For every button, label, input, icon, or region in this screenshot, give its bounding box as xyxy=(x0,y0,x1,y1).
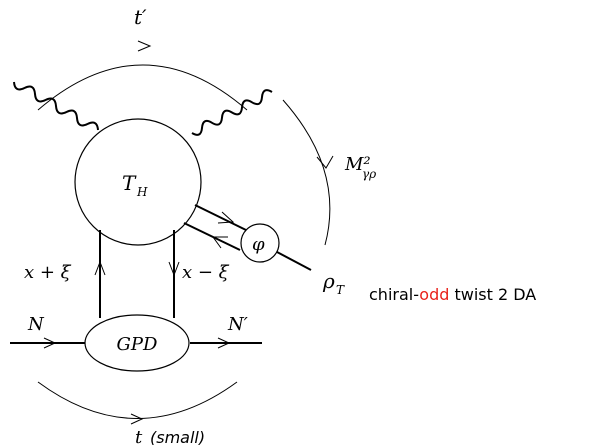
hard-part-label: T xyxy=(122,171,137,195)
photon-right xyxy=(191,89,273,136)
gpd-label: GPD xyxy=(117,334,158,355)
rho-line xyxy=(276,251,312,271)
mass-arc-arrow xyxy=(316,155,334,169)
caption-suffix: twist 2 DA xyxy=(449,285,536,304)
x-minus-xi-label: x − ξ xyxy=(182,262,230,283)
nucleon-in-arrow xyxy=(43,337,57,349)
da-circle xyxy=(240,223,280,263)
t-prime-label: t′ xyxy=(134,5,147,29)
photon-mass-sub: γρ xyxy=(362,167,376,181)
rho-label: ρ xyxy=(322,269,335,293)
hard-part-circle xyxy=(74,118,202,246)
upper-quark-arrow xyxy=(217,211,235,224)
left-quark-arrow xyxy=(94,260,106,276)
photon-mass-label: M² xyxy=(344,154,371,175)
nucleon-out-arrow xyxy=(217,337,231,349)
quark-line-upper xyxy=(194,204,247,231)
t-small-note: (small) xyxy=(150,428,205,445)
mass-arc xyxy=(282,99,331,246)
gpd-ellipse xyxy=(84,314,190,372)
lower-quark-arrow xyxy=(212,236,228,249)
t-small-label: t xyxy=(135,427,143,445)
t-small-arc xyxy=(37,381,238,419)
t-prime-arc-arrow xyxy=(137,40,152,52)
caption-highlight: odd xyxy=(419,285,449,304)
t-prime-arc xyxy=(37,64,248,111)
photon-left xyxy=(13,81,99,131)
rho-sub: T xyxy=(336,283,345,297)
right-quark-arrow xyxy=(168,261,180,277)
caption: chiral-odd twist 2 DA xyxy=(369,285,536,304)
x-plus-xi-label: x + ξ xyxy=(24,262,72,283)
nucleon-in-label: N xyxy=(27,314,45,335)
t-small-arc-arrow xyxy=(130,413,144,425)
nucleon-out-label: N′ xyxy=(227,314,248,335)
da-label: φ xyxy=(252,234,265,255)
quark-line-lower xyxy=(183,222,241,251)
caption-prefix: chiral- xyxy=(369,285,419,304)
hard-part-sub: H xyxy=(136,185,148,199)
